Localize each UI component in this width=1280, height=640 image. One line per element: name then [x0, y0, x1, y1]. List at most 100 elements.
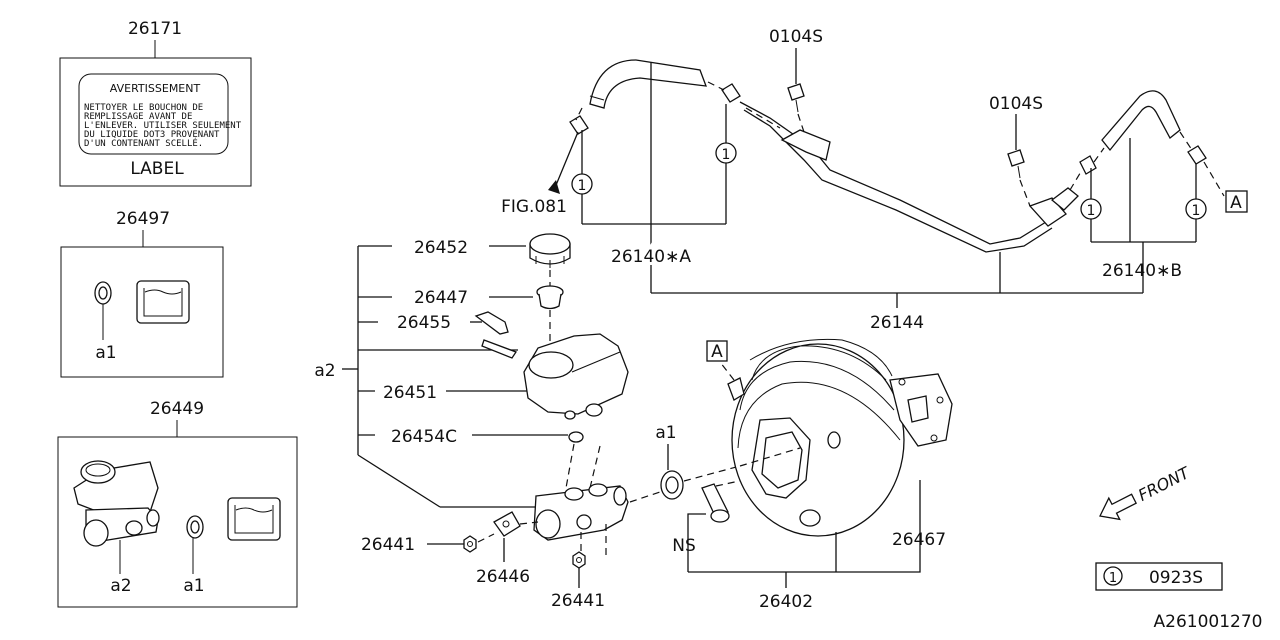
- seal-centerline: [683, 465, 741, 482]
- label-line-4: DU LIQUIDE DOT3 PROVENANT: [84, 130, 220, 140]
- clamp-mark-3: 1: [1080, 198, 1102, 220]
- mounting-plate: [493, 511, 521, 537]
- bolt-b-line: [1019, 179, 1031, 207]
- kit-26449-group: 26449 a2 a1: [57, 399, 298, 608]
- hose-b-line: [1093, 147, 1105, 163]
- clamp-a-line: [575, 107, 583, 121]
- ref-box-a-top: [1225, 190, 1248, 213]
- mc-centerline: [629, 491, 661, 503]
- hose-clamp-c: [1079, 155, 1097, 175]
- ref-box-a-booster: [706, 340, 728, 362]
- ref-a-line: [1203, 161, 1225, 197]
- clamp-b-line: [707, 81, 725, 91]
- kit-26497-frame: [60, 246, 224, 378]
- check-valve: [701, 483, 730, 523]
- legend-mark: 1: [1109, 571, 1117, 586]
- nut-b: [572, 551, 586, 569]
- callout-26441-a: 26441: [361, 535, 415, 555]
- front-direction-arrow: FRONT: [1099, 463, 1194, 521]
- vacuum-hose-a: [589, 59, 707, 109]
- kit-26449-frame: [57, 436, 298, 608]
- callout-0104s-b: 0104S: [989, 94, 1043, 114]
- bolt-0104s-a: [787, 83, 805, 113]
- brake-fluid-reservoir: [523, 333, 629, 420]
- label-line-3: L'ENLEVER. UTILISER SEULEMENT: [84, 121, 242, 131]
- callout-26452: 26452: [414, 238, 468, 258]
- label-part-number: 26171: [128, 19, 182, 39]
- booster-seal: [660, 470, 684, 500]
- legend-part-number: 0923S: [1149, 568, 1203, 588]
- svg-text:1: 1: [1087, 203, 1096, 219]
- kit-26497-part-number: 26497: [116, 209, 170, 229]
- plate-centerline: [519, 521, 539, 525]
- callout-fig081: FIG.081: [501, 197, 567, 217]
- bolt-0104s-b: [1007, 149, 1025, 179]
- nut-a-centerline: [477, 533, 495, 543]
- vacuum-pipe: [739, 101, 1079, 253]
- booster-port-line: [719, 361, 735, 381]
- kit-26449-a1-label: a1: [183, 576, 204, 596]
- bolt-a-line: [797, 113, 805, 133]
- svg-text:1: 1: [1192, 203, 1201, 219]
- svg-text:1: 1: [722, 147, 731, 163]
- reservoir-strainer: [536, 285, 564, 310]
- legend-box: 1 0923S: [1095, 562, 1223, 591]
- label-line-5: D'UN CONTENANT SCELLÉ.: [84, 137, 203, 149]
- callout-ns: NS: [672, 536, 696, 556]
- label-line-2: REMPLISSAGE AVANT DE: [84, 112, 192, 122]
- callout-26441-b: 26441: [551, 591, 605, 611]
- reservoir-cap: [529, 233, 571, 268]
- label-line-1: NETTOYER LE BOUCHON DE: [84, 103, 203, 113]
- svg-text:FRONT: FRONT: [1135, 463, 1193, 505]
- fig-arrow-head: [548, 180, 560, 194]
- callout-26451: 26451: [383, 383, 437, 403]
- grease-packet-icon: [136, 280, 190, 324]
- diagram-code: A261001270: [1154, 612, 1263, 632]
- callout-26402: 26402: [759, 592, 813, 612]
- label-caption: LABEL: [130, 159, 184, 179]
- svg-text:1: 1: [578, 178, 587, 194]
- nut-a: [463, 535, 477, 553]
- fluid-level-sensor: [474, 311, 517, 359]
- reservoir-grommet: [568, 431, 584, 443]
- kit-26497-sub-label: a1: [95, 343, 116, 363]
- fig-arrow: [553, 131, 579, 191]
- label-heading: AVERTISSEMENT: [110, 82, 201, 95]
- callout-26454c: 26454C: [391, 427, 457, 447]
- callout-0104s-a: 0104S: [769, 27, 823, 47]
- leader-ns: [687, 513, 706, 572]
- clamp-d-line: [1179, 131, 1193, 151]
- body-centerlines: [580, 524, 607, 560]
- callout-26447: 26447: [414, 288, 468, 308]
- kit-26449-a2-label: a2: [110, 576, 131, 596]
- pipe-line-a: [745, 107, 781, 129]
- bracket-26402: [688, 480, 921, 573]
- brake-booster: [727, 338, 953, 537]
- vacuum-hose-b: [1101, 90, 1181, 152]
- bracket-26144: [651, 252, 1143, 308]
- hose-clamp-b: [721, 83, 741, 103]
- kit-seal-ring-icon: [186, 515, 204, 539]
- kit-26497-group: 26497 a1: [60, 209, 224, 378]
- clamp-mark-4: 1: [1185, 198, 1207, 220]
- master-cylinder-assembly-icon: [73, 460, 160, 547]
- callout-a1: a1: [655, 423, 676, 443]
- label-sticker: [78, 73, 229, 155]
- callout-26446: 26446: [476, 567, 530, 587]
- master-cylinder-body: [533, 483, 629, 541]
- hose-clamp-d: [1187, 145, 1207, 165]
- callout-26455: 26455: [397, 313, 451, 333]
- label-group: 26171 AVERTISSEMENT NETTOYER LE BOUCHON …: [59, 19, 252, 187]
- callout-26144: 26144: [870, 313, 924, 333]
- ref-a-top: A: [1230, 193, 1242, 213]
- clamp-mark-1: 1: [571, 173, 593, 195]
- kit-grease-packet-icon: [227, 497, 281, 541]
- booster-centerline: [739, 447, 801, 467]
- hose-clamp-a: [569, 115, 589, 135]
- a2-label: a2: [314, 361, 335, 381]
- seal-ring-icon: [94, 281, 112, 305]
- grommet-centerlines: [565, 443, 601, 489]
- callout-26140a: 26140∗A: [611, 247, 691, 267]
- clamp-mark-2: 1: [715, 142, 737, 164]
